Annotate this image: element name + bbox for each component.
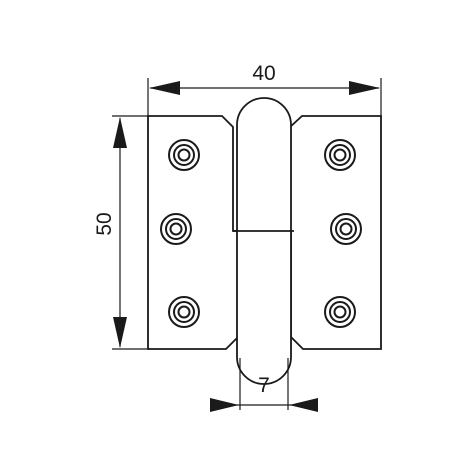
- screw-hole: [160, 213, 192, 245]
- arrowhead-left: [149, 81, 180, 95]
- screw-hole: [324, 139, 356, 171]
- height-dimension-label: 50: [93, 212, 116, 235]
- hinge-knuckle: [236, 97, 292, 385]
- height-dimension: 50: [93, 115, 150, 350]
- arrowhead-top: [113, 117, 127, 148]
- width-dimension: 40: [147, 62, 382, 118]
- screw-hole: [330, 213, 362, 245]
- screw-hole: [324, 296, 356, 328]
- arrowhead-right: [349, 81, 380, 95]
- screw-hole: [168, 139, 200, 171]
- arrowhead-knuckle-right: [289, 398, 318, 412]
- knuckle-dimension: 7: [210, 358, 318, 412]
- screw-hole: [168, 296, 200, 328]
- arrowhead-knuckle-left: [210, 398, 239, 412]
- screw-holes-left: [160, 139, 200, 328]
- knuckle-dimension-label: 7: [258, 374, 270, 397]
- width-dimension-label: 40: [252, 62, 275, 85]
- screw-holes-right: [324, 139, 362, 328]
- arrowhead-bottom: [113, 317, 127, 348]
